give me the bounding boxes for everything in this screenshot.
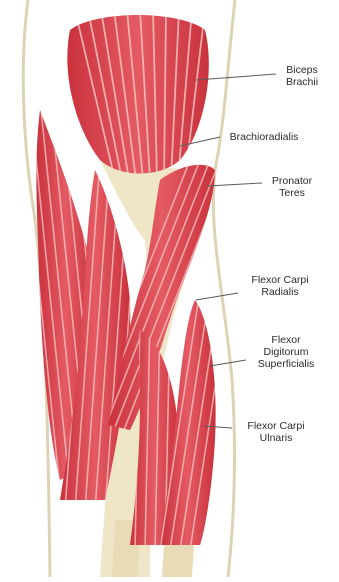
biceps-brachii-muscle <box>67 10 208 180</box>
arm-outline-right <box>213 0 235 577</box>
leader-fcr <box>196 293 238 300</box>
leader-fds <box>210 360 246 366</box>
